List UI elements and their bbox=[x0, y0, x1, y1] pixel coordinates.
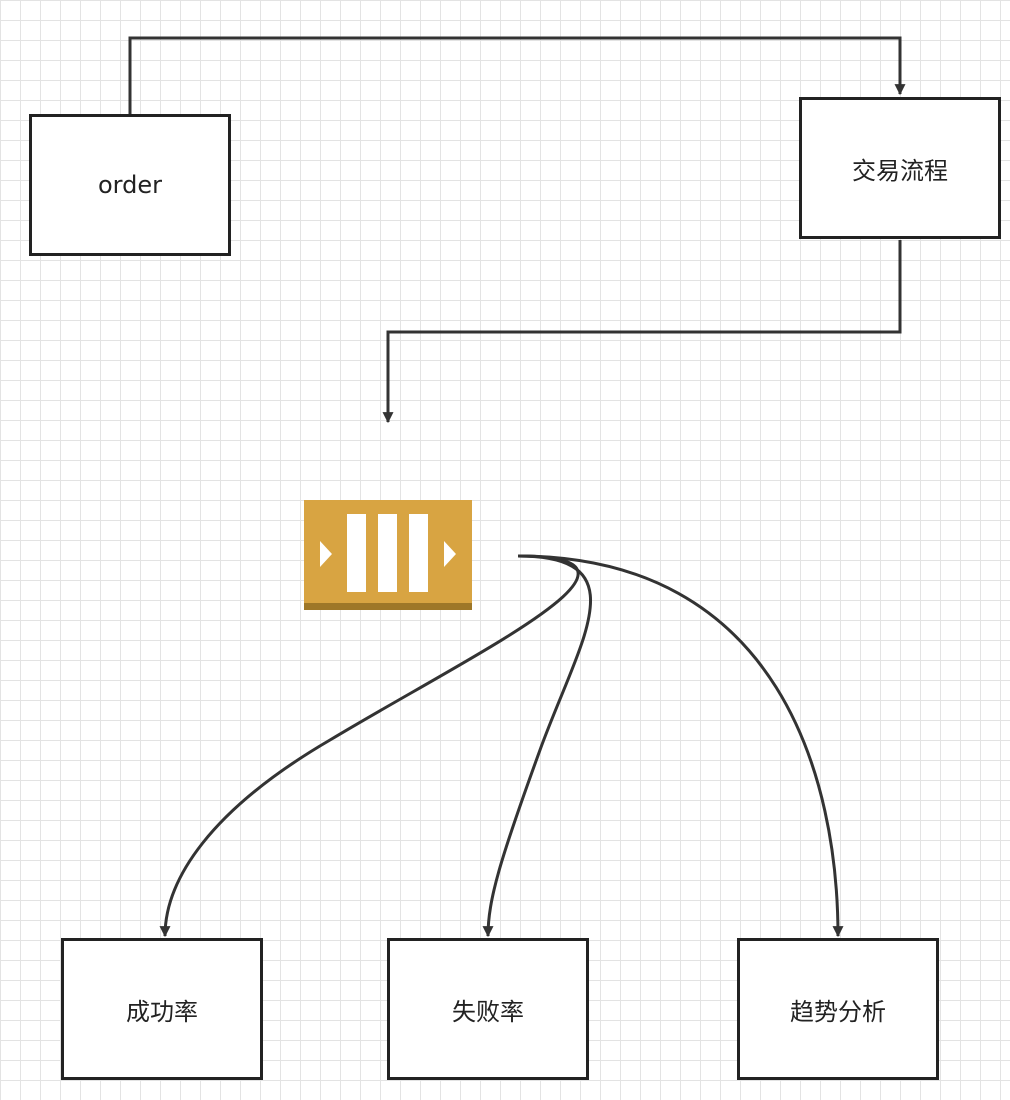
node-trend-analysis-label: 趋势分析 bbox=[790, 997, 886, 1026]
edge-queue-to-success-rate bbox=[159, 554, 580, 938]
message-queue-icon[interactable] bbox=[304, 500, 472, 610]
node-trade-flow[interactable]: 交易流程 bbox=[799, 97, 1001, 239]
edge-trade-flow-to-queue bbox=[382, 240, 902, 424]
node-failure-rate-label: 失败率 bbox=[452, 997, 524, 1026]
edge-queue-to-trend-analysis bbox=[517, 554, 844, 938]
node-success-rate-label: 成功率 bbox=[126, 997, 198, 1026]
node-order[interactable]: order bbox=[29, 114, 231, 256]
node-trend-analysis[interactable]: 趋势分析 bbox=[737, 938, 939, 1080]
edge-order-to-trade-flow bbox=[128, 36, 906, 114]
node-failure-rate[interactable]: 失败率 bbox=[387, 938, 589, 1080]
node-trade-flow-label: 交易流程 bbox=[852, 156, 948, 185]
node-order-label: order bbox=[98, 171, 162, 199]
edge-queue-to-failure-rate bbox=[482, 554, 592, 938]
node-success-rate[interactable]: 成功率 bbox=[61, 938, 263, 1080]
